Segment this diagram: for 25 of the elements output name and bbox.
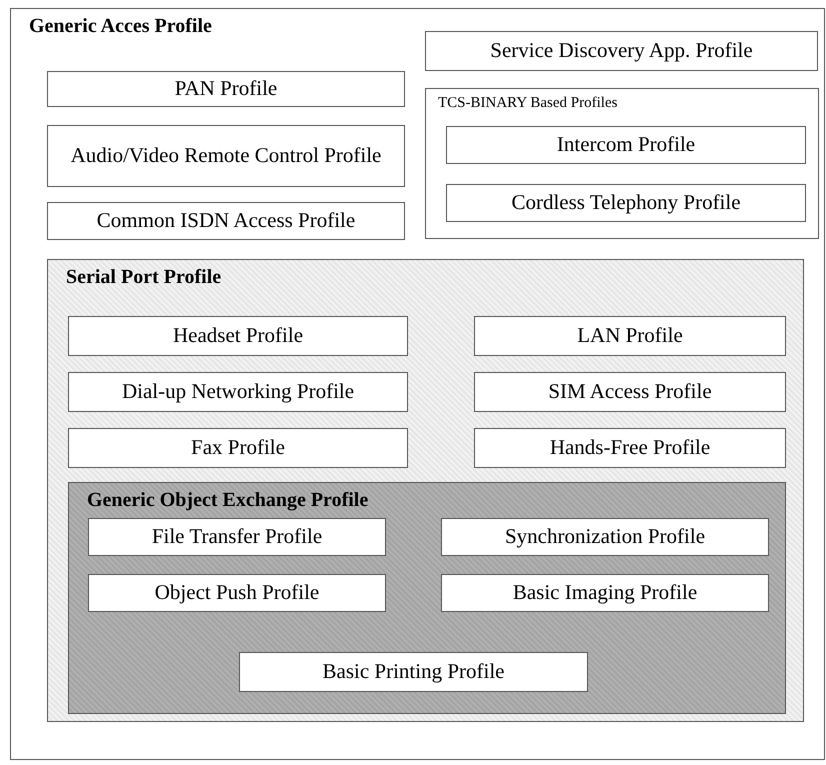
- profile-box: Intercom Profile: [446, 126, 806, 164]
- profile-box: Common ISDN Access Profile: [47, 202, 405, 240]
- group-panel: [68, 482, 786, 714]
- profile-box: Basic Printing Profile: [239, 652, 588, 692]
- profile-box: Synchronization Profile: [441, 518, 769, 556]
- group-title: TCS-BINARY Based Profiles: [438, 95, 618, 112]
- profile-box: Service Discovery App. Profile: [425, 31, 818, 71]
- profile-box: Object Push Profile: [88, 574, 386, 612]
- profile-box: Cordless Telephony Profile: [446, 184, 806, 222]
- profile-box: Dial-up Networking Profile: [68, 372, 408, 412]
- profile-box: Audio/Video Remote Control Profile: [47, 125, 405, 187]
- profile-box: Fax Profile: [68, 428, 408, 468]
- group-title: Serial Port Profile: [66, 266, 222, 289]
- profile-box: LAN Profile: [474, 316, 786, 356]
- group-panel: [47, 259, 804, 722]
- group-panel: [10, 8, 825, 760]
- group-title: Generic Acces Profile: [29, 15, 212, 38]
- profile-box: Headset Profile: [68, 316, 408, 356]
- profile-box: File Transfer Profile: [88, 518, 386, 556]
- group-title: Generic Object Exchange Profile: [87, 489, 368, 512]
- profile-box: PAN Profile: [47, 71, 405, 107]
- profile-box: SIM Access Profile: [474, 372, 786, 412]
- group-panel: [425, 88, 819, 239]
- profile-box: Basic Imaging Profile: [441, 574, 769, 612]
- profile-box: Hands-Free Profile: [474, 428, 786, 468]
